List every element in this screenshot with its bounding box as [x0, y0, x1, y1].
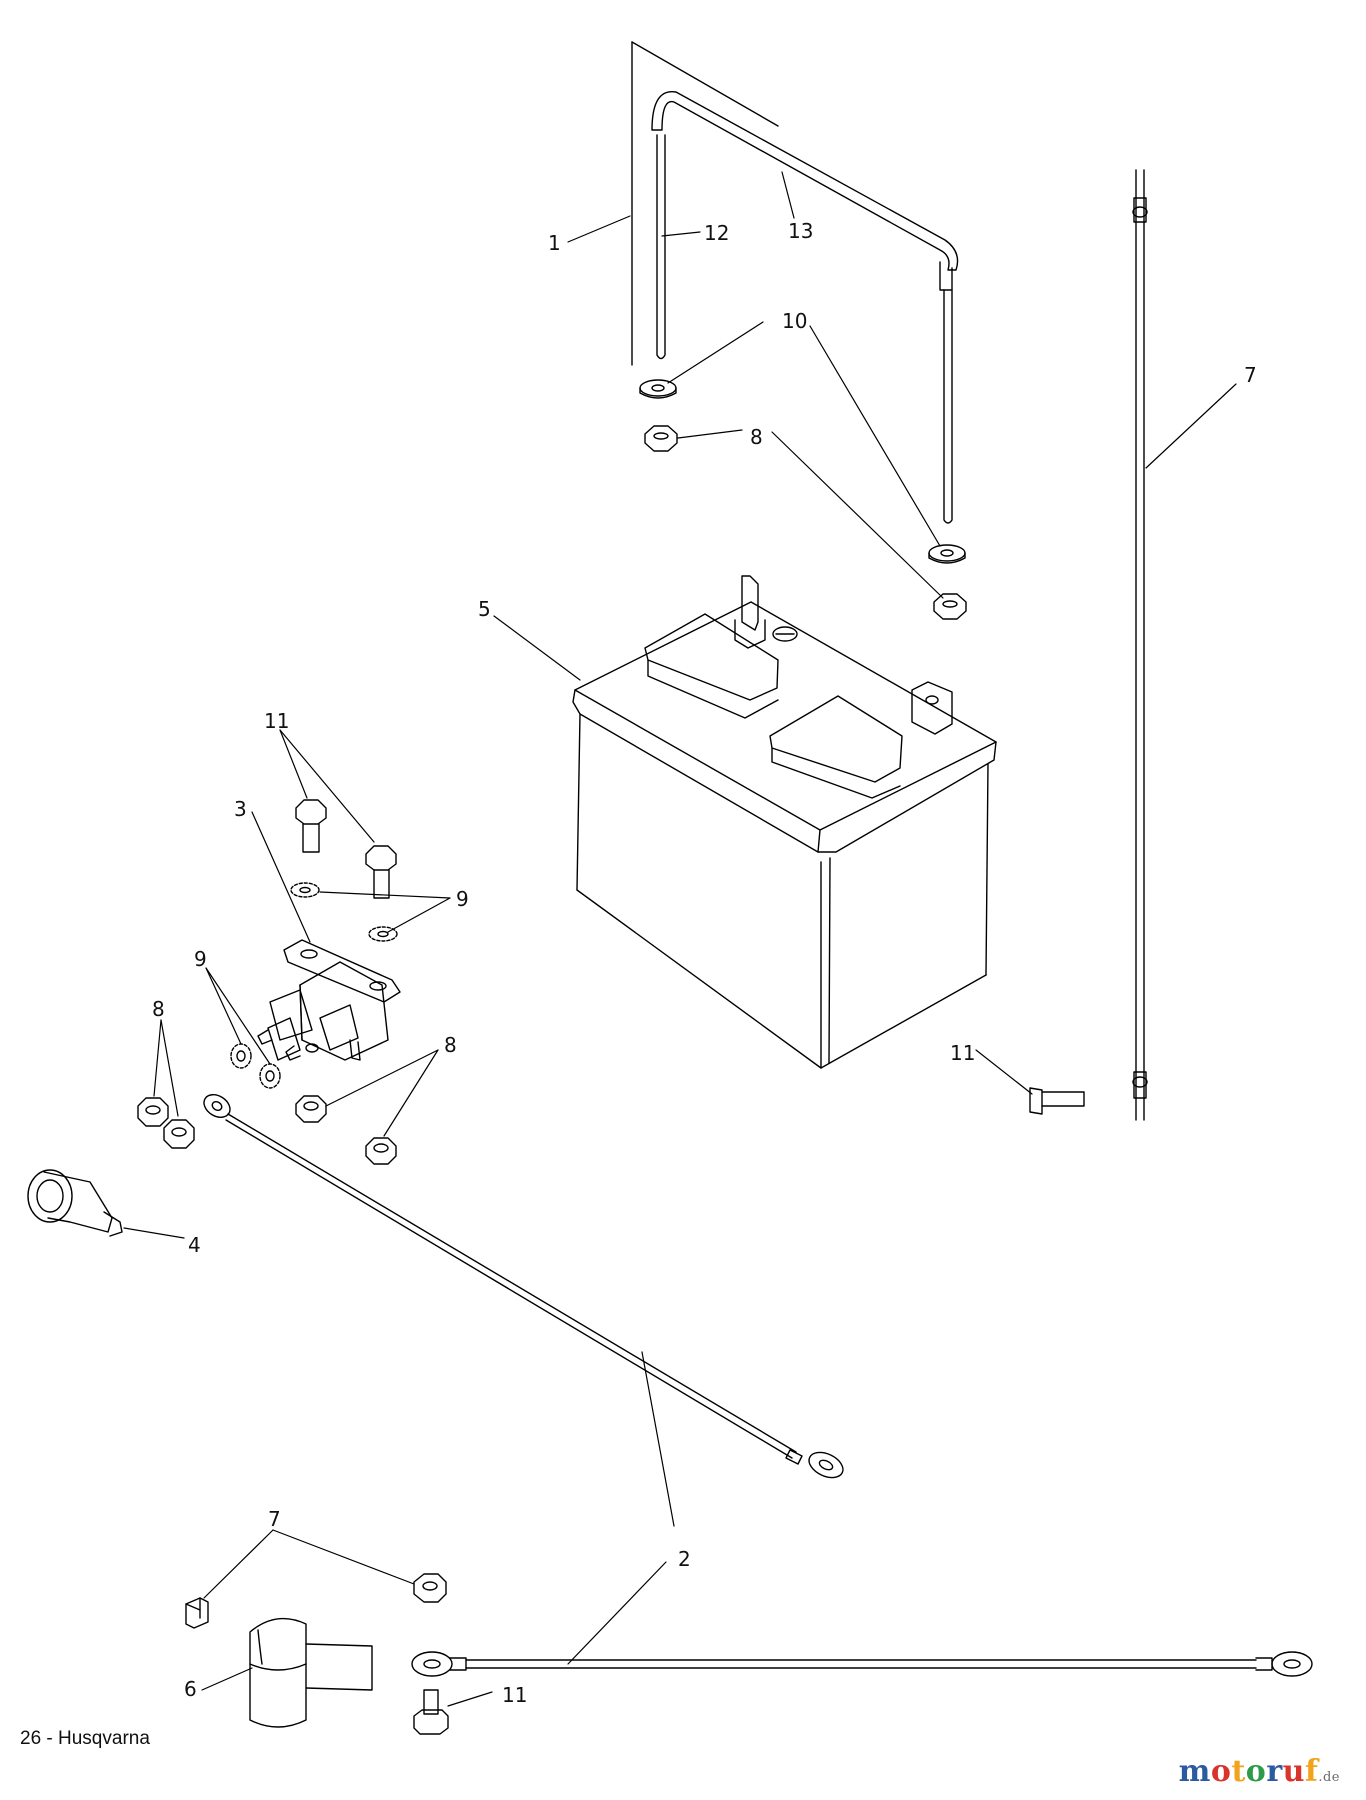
cable-2-horizontal — [411, 1651, 1313, 1677]
logo-letter: t — [1231, 1754, 1246, 1789]
callout-2: 2 — [678, 1547, 691, 1571]
callout-3: 3 — [234, 797, 247, 821]
callout-7-rod: 7 — [1244, 363, 1257, 387]
page-footer: 26 - Husqvarna — [20, 1728, 150, 1749]
bolt-11-a — [295, 799, 327, 853]
logo-letter: u — [1282, 1754, 1305, 1789]
callout-8-right: 8 — [444, 1033, 457, 1057]
logo-letter: o — [1210, 1754, 1232, 1789]
logo-letters: motoruf — [1179, 1754, 1319, 1789]
motoruf-logo: motoruf.de — [1179, 1754, 1340, 1789]
nut-8-d — [365, 1137, 397, 1165]
callout-11-battery: 11 — [950, 1041, 975, 1065]
logo-letter: m — [1178, 1754, 1211, 1789]
battery — [572, 575, 997, 1069]
logo-suffix: .de — [1318, 1770, 1340, 1785]
nut-8-c — [295, 1095, 327, 1123]
lock-washer-9-c — [230, 1043, 252, 1069]
lock-washer-9-d — [259, 1063, 281, 1089]
callout-12: 12 — [704, 221, 729, 245]
nut-8-top-right — [933, 593, 967, 620]
logo-letter: o — [1245, 1754, 1267, 1789]
bolt-11-bottom — [413, 1689, 449, 1735]
callout-10: 10 — [782, 309, 807, 333]
logo-letter: r — [1266, 1754, 1283, 1789]
callout-8-top: 8 — [750, 425, 763, 449]
logo-letter: f — [1304, 1754, 1319, 1789]
bolt-11-b — [365, 845, 397, 899]
callout-7-bottom: 7 — [268, 1507, 281, 1531]
callout-4: 4 — [188, 1233, 201, 1257]
callout-11-bottom: 11 — [502, 1683, 527, 1707]
nut-7-a — [185, 1597, 209, 1629]
callout-6: 6 — [184, 1677, 197, 1701]
callout-13: 13 — [788, 219, 813, 243]
solenoid — [257, 939, 401, 1061]
callout-9-left: 9 — [194, 947, 207, 971]
callout-11-bolts: 11 — [264, 709, 289, 733]
lock-washer-9-a — [290, 882, 320, 898]
lock-washer-9-b — [368, 926, 398, 942]
callout-1: 1 — [548, 231, 561, 255]
hold-down-rod-assembly — [631, 41, 959, 524]
leader-lines — [123, 171, 1237, 1707]
nut-7-b — [413, 1573, 447, 1603]
rod-7 — [1132, 169, 1148, 1121]
washer-10-right — [928, 544, 966, 564]
terminal-boot — [27, 1169, 123, 1237]
bolt-11-battery — [1029, 1087, 1085, 1115]
callout-8-left: 8 — [152, 997, 165, 1021]
nut-8-top-left — [644, 425, 678, 452]
nut-8-b — [163, 1119, 195, 1149]
washer-10-left — [639, 379, 677, 399]
callout-9-right: 9 — [456, 887, 469, 911]
nut-8-a — [137, 1097, 169, 1127]
callout-labels: 1 12 13 10 8 7 5 11 3 9 9 9 8 8 4 2 2 7 … — [152, 219, 1257, 1707]
cable-2-diagonal — [203, 1094, 844, 1479]
callout-5: 5 — [478, 597, 491, 621]
battery-clamp — [249, 1617, 373, 1728]
